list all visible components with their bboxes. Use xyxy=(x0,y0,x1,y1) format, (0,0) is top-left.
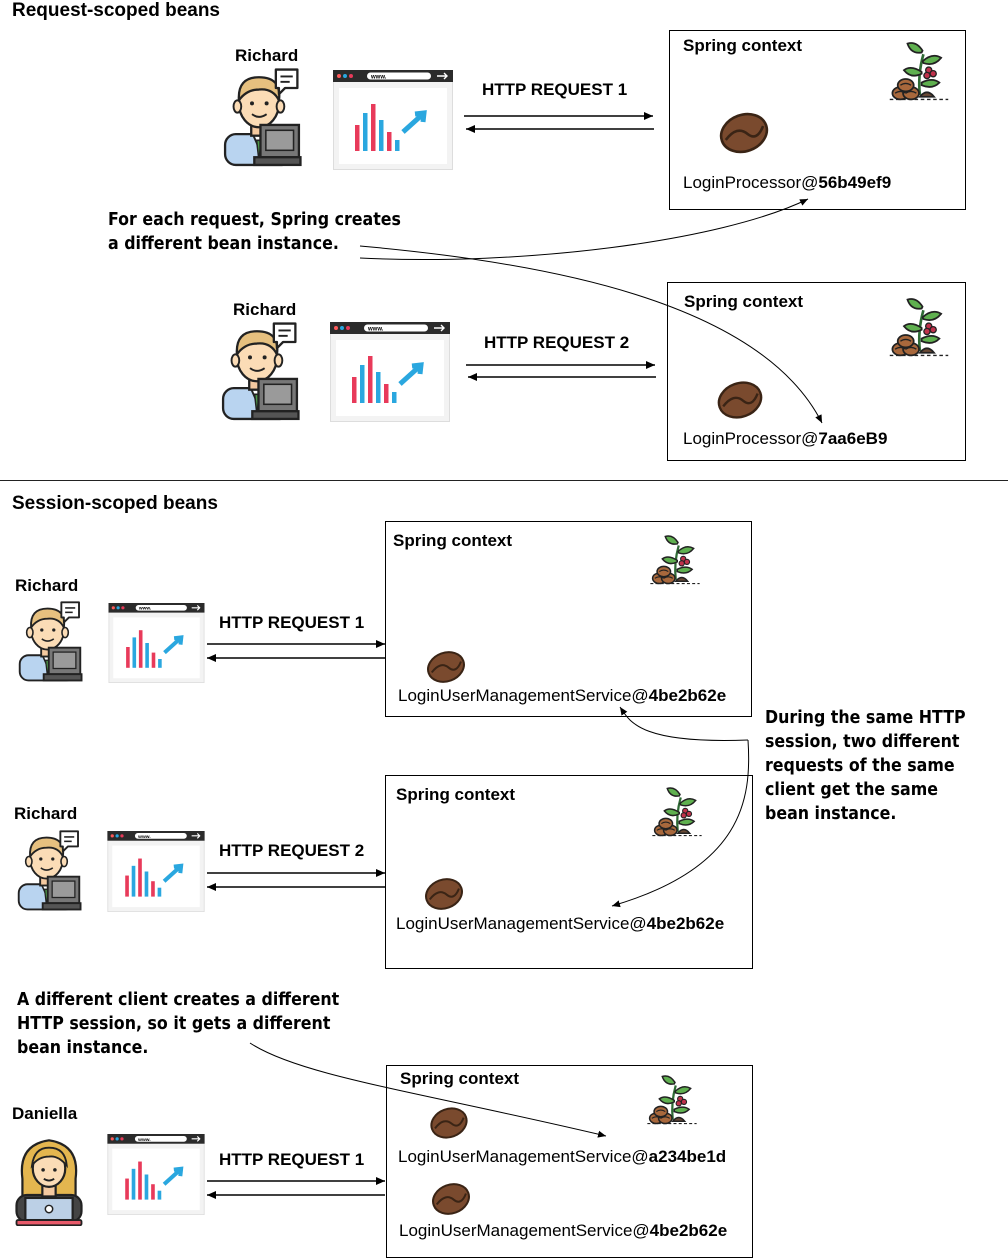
request-label: HTTP REQUEST 1 xyxy=(219,613,365,632)
bean-instance-label: LoginUserManagementService@4be2b62e xyxy=(398,686,727,705)
person-name: Richard xyxy=(14,804,78,823)
section-divider xyxy=(0,480,1008,481)
request-label: HTTP REQUEST 2 xyxy=(219,841,365,860)
request-label: HTTP REQUEST 1 xyxy=(482,80,628,99)
note-same-session: During the same HTTP session, two differ… xyxy=(765,707,966,824)
context-title: Spring context xyxy=(393,531,513,550)
person-name: Richard xyxy=(233,300,297,319)
request-arrows xyxy=(207,869,385,891)
bean-instance-label: LoginUserManagementService@4be2b62e xyxy=(399,1221,728,1240)
request-arrows xyxy=(207,1177,385,1199)
person-name: Richard xyxy=(235,46,299,65)
note-arrows-request xyxy=(359,198,823,424)
person-name: Daniella xyxy=(12,1104,78,1123)
spring-context-box: Spring context LoginProcessor@7aa6eB9 xyxy=(667,282,966,461)
person-name: Richard xyxy=(15,576,79,595)
spring-context-box: Spring context LoginProcessor@56b49ef9 xyxy=(669,30,966,210)
spring-context-box: Spring context LoginUserManagementServic… xyxy=(385,521,752,717)
section-title-session: Session-scoped beans xyxy=(12,493,218,514)
note-different-client: A different client creates a different H… xyxy=(17,989,340,1058)
bean-instance-label: LoginProcessor@7aa6eB9 xyxy=(683,429,888,448)
bean-instance-label: LoginUserManagementService@4be2b62e xyxy=(396,914,725,933)
request-label: HTTP REQUEST 1 xyxy=(219,1150,365,1169)
spring-context-box: Spring context LoginUserManagementServic… xyxy=(385,775,753,969)
note-request-scope: For each request, Spring creates a diffe… xyxy=(108,209,401,254)
request-arrows xyxy=(464,112,654,133)
context-title: Spring context xyxy=(684,292,804,311)
context-title: Spring context xyxy=(400,1069,520,1088)
request-label: HTTP REQUEST 2 xyxy=(484,333,630,352)
spring-context-box: Spring context LoginUserManagementServic… xyxy=(386,1065,753,1258)
request-arrows xyxy=(466,361,656,381)
context-title: Spring context xyxy=(683,36,803,55)
section-title-request: Request-scoped beans xyxy=(12,0,220,21)
bean-instance-label: LoginUserManagementService@a234be1d xyxy=(398,1147,727,1166)
request-arrows xyxy=(207,640,385,662)
context-title: Spring context xyxy=(396,785,516,804)
bean-instance-label: LoginProcessor@56b49ef9 xyxy=(683,173,892,192)
